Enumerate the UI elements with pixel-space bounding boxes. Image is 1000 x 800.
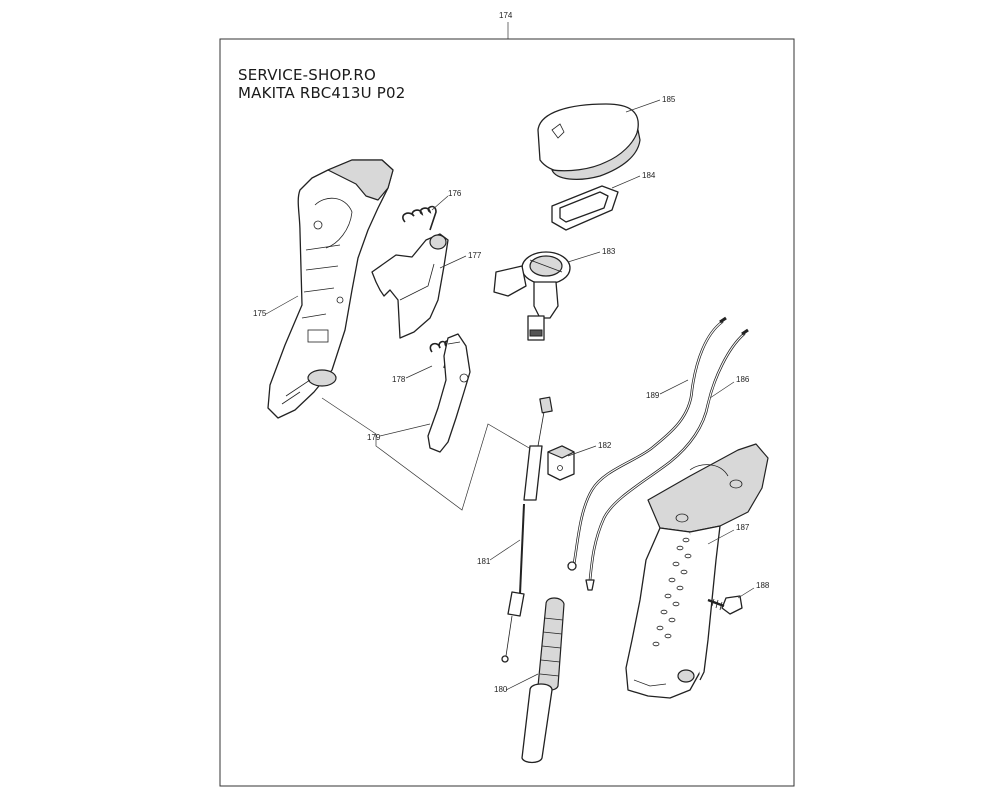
leader-177 (439, 255, 467, 269)
leader-186 (709, 381, 735, 399)
leader-176 (431, 195, 449, 211)
part-176-spring[interactable] (402, 205, 437, 231)
leader-179 (379, 423, 431, 437)
leader-180 (505, 673, 539, 691)
header-model: MAKITA RBC413U P02 (238, 84, 406, 102)
assembly-guide-line (321, 397, 537, 511)
label-187[interactable]: 187 (736, 523, 750, 532)
label-179[interactable]: 179 (367, 433, 381, 442)
part-179-throttle-trigger[interactable] (427, 333, 471, 453)
part-183-switch[interactable] (493, 251, 571, 341)
label-177[interactable]: 177 (468, 251, 482, 260)
leader-178 (405, 365, 433, 379)
label-185[interactable]: 185 (662, 95, 676, 104)
part-180-grip-tube[interactable] (521, 597, 565, 764)
leader-175 (265, 295, 299, 315)
part-186-cable[interactable] (585, 328, 749, 591)
part-188-screw[interactable] (707, 595, 743, 615)
leader-185 (625, 99, 661, 113)
part-182-block[interactable] (547, 445, 575, 481)
header-shop-name: SERVICE-SHOP.RO (238, 66, 376, 84)
leader-188 (737, 587, 755, 599)
part-175-handle-housing[interactable] (267, 159, 394, 419)
label-176[interactable]: 176 (448, 189, 462, 198)
part-189-cable[interactable] (567, 316, 727, 571)
leader-189 (659, 379, 689, 395)
label-178[interactable]: 178 (392, 375, 406, 384)
label-175[interactable]: 175 (253, 309, 267, 318)
label-174[interactable]: 174 (499, 11, 513, 20)
part-187-handle-housing[interactable] (625, 443, 769, 699)
leader-182 (567, 445, 597, 457)
leader-181 (489, 539, 521, 561)
label-189[interactable]: 189 (646, 391, 660, 400)
label-183[interactable]: 183 (602, 247, 616, 256)
label-182[interactable]: 182 (598, 441, 612, 450)
label-181[interactable]: 181 (477, 557, 491, 566)
label-186[interactable]: 186 (736, 375, 750, 384)
part-185-top-cover[interactable] (537, 103, 641, 180)
part-177-lockout-lever[interactable] (371, 233, 449, 339)
leader-187 (707, 529, 735, 545)
part-181-throttle-cable[interactable] (501, 396, 553, 663)
label-180[interactable]: 180 (494, 685, 508, 694)
label-188[interactable]: 188 (756, 581, 770, 590)
diagram-frame (219, 38, 795, 787)
leader-183 (567, 251, 601, 263)
part-184-gasket[interactable] (551, 185, 619, 231)
leader-184 (611, 175, 641, 189)
label-184[interactable]: 184 (642, 171, 656, 180)
